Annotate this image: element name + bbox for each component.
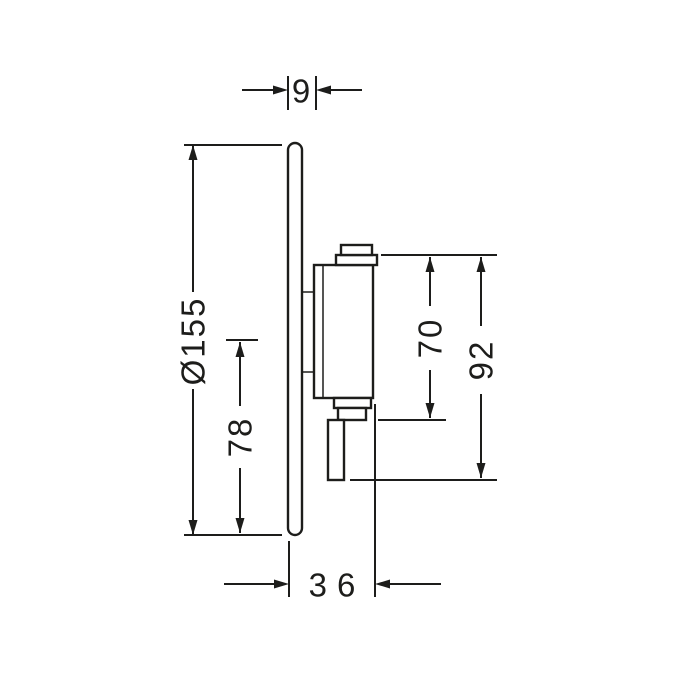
- dim-cartridge-height: 70: [378, 254, 497, 421]
- dim-overall-height: 92: [350, 257, 500, 481]
- top-cap-flange: [334, 253, 379, 267]
- arrowhead-right-icon: [273, 85, 288, 95]
- arrowhead-down-icon: [425, 403, 435, 418]
- arrowhead-down-icon: [476, 463, 486, 478]
- arrowhead-down-icon: [188, 520, 198, 535]
- arrowhead-left-icon: [375, 579, 390, 589]
- valve-side-profile: [286, 141, 379, 537]
- arrowhead-left-icon: [316, 85, 331, 95]
- cartridge-height-label: 70: [412, 318, 449, 359]
- center-to-bottom-label: 78: [222, 417, 259, 458]
- arrowhead-up-icon: [188, 145, 198, 160]
- dim-depth: 36: [224, 404, 441, 604]
- dim-plate-diameter: Ø155: [175, 144, 282, 536]
- cartridge-body: [312, 263, 375, 400]
- plate-diameter-label: Ø155: [175, 297, 212, 386]
- arrowhead-down-icon: [235, 518, 245, 533]
- arrowhead-up-icon: [476, 257, 486, 272]
- top-cap-knob: [339, 243, 374, 257]
- arrowhead-up-icon: [425, 257, 435, 272]
- dim-center-to-bottom: 78: [222, 339, 259, 533]
- wall-plate-profile: [286, 141, 304, 537]
- arrowhead-up-icon: [235, 342, 245, 357]
- depth-label: 36: [309, 567, 366, 604]
- dim-plate-thickness: 9: [242, 73, 362, 110]
- bottom-cap-flange: [332, 396, 373, 410]
- plate-thickness-label: 9: [292, 73, 312, 110]
- stop-lever: [326, 418, 346, 482]
- bottom-cap-knob: [336, 406, 368, 422]
- arrowhead-right-icon: [274, 579, 289, 589]
- overall-height-label: 92: [463, 340, 500, 381]
